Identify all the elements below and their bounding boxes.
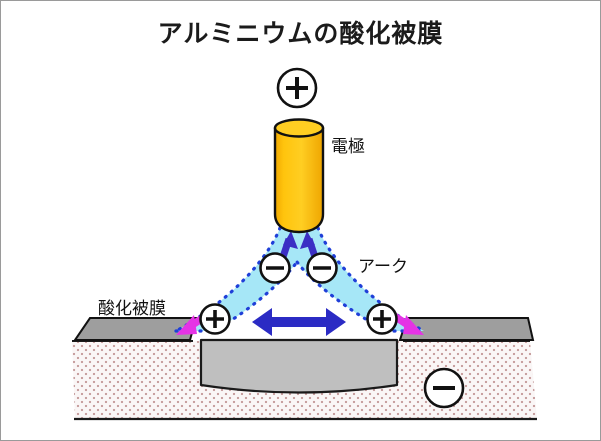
oxide-film-label: 酸化被膜	[98, 299, 166, 319]
electrode	[273, 118, 325, 234]
arc-spread-arrow	[252, 308, 346, 336]
arc-charge-negative-right	[306, 252, 338, 284]
page-title: アルミニウムの酸化被膜	[157, 19, 444, 48]
base-metal-polarity-badge	[423, 367, 465, 409]
molten-pool	[199, 338, 399, 394]
arc-charge-negative-left	[259, 252, 291, 284]
electrode-polarity-badge	[276, 67, 318, 109]
surface-charge-positive-right	[366, 303, 398, 335]
oxide-film-layer	[73, 317, 535, 341]
surface-charge-positive-left	[199, 303, 231, 335]
arc-label: アーク	[358, 257, 408, 277]
electrode-label: 電極	[331, 137, 365, 157]
